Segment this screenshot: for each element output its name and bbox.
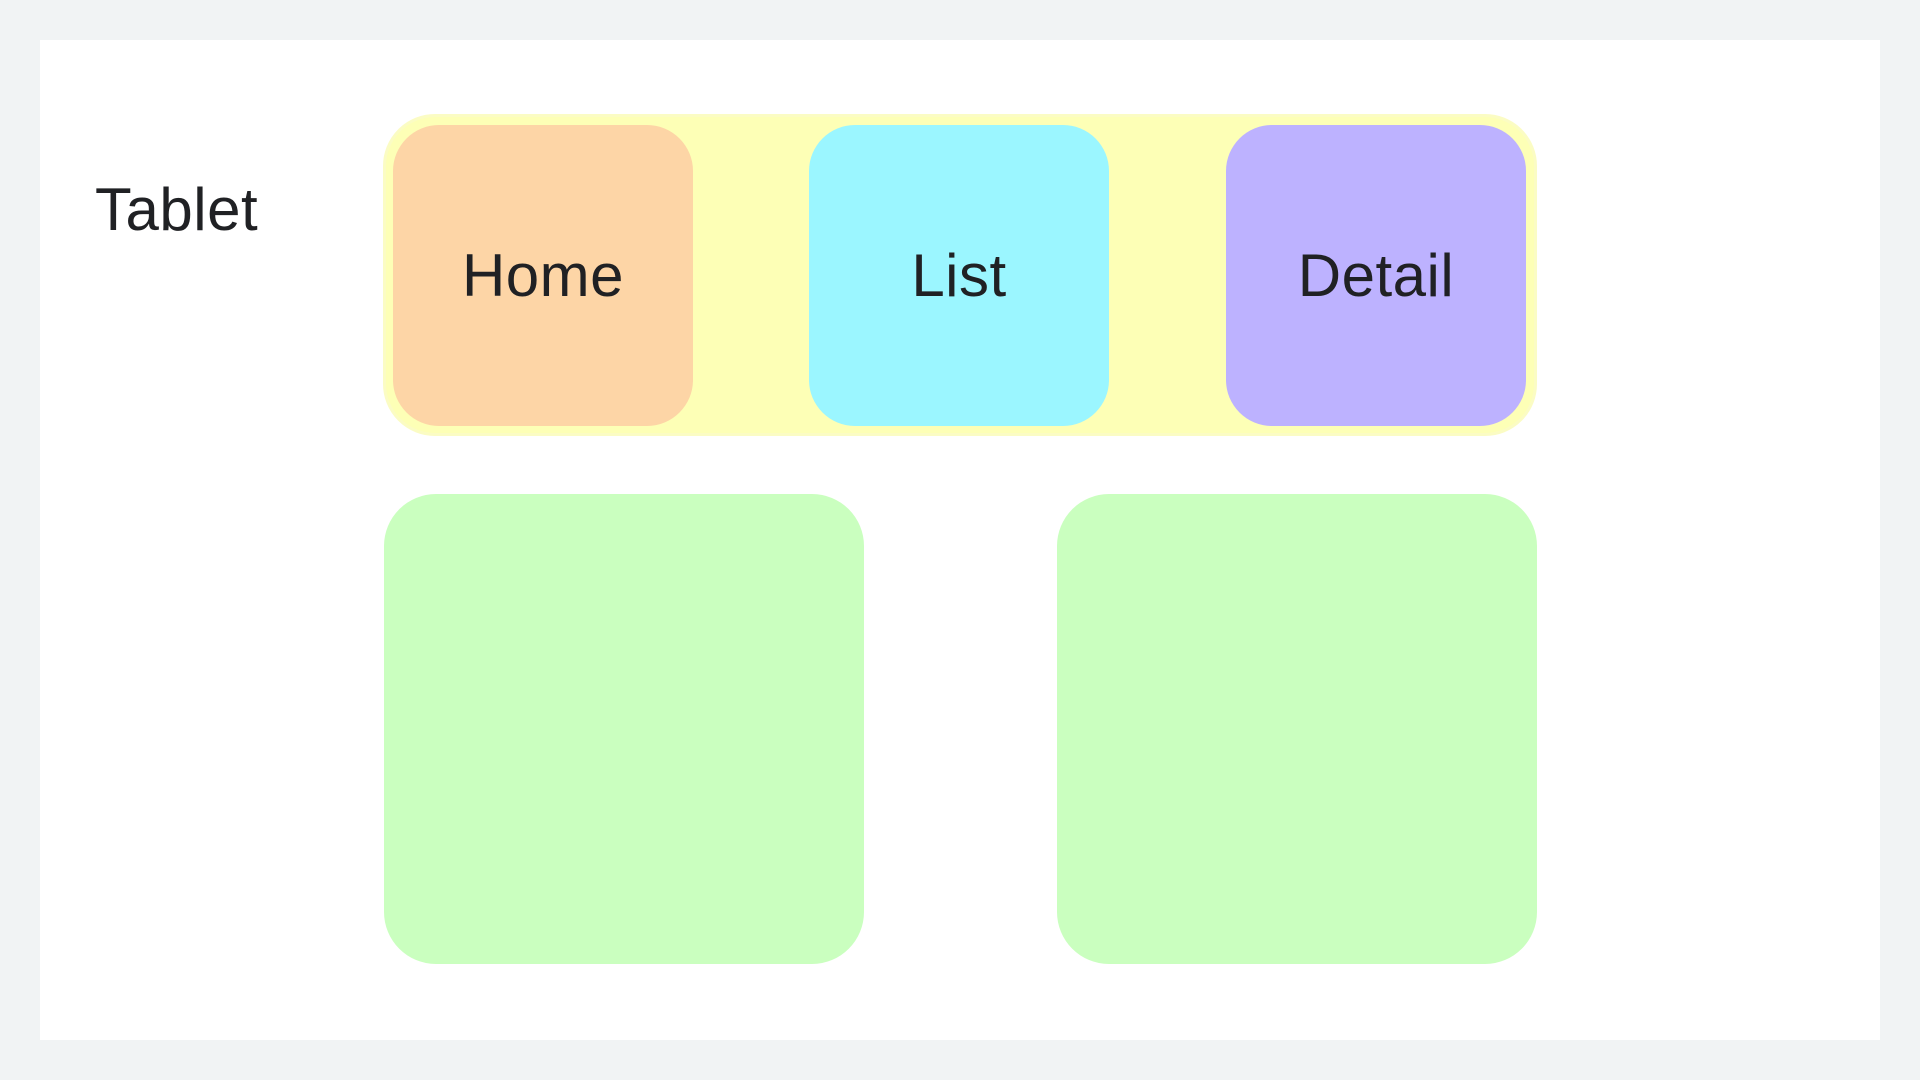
nav-tile-detail-label: Detail	[1297, 242, 1455, 309]
nav-tile-list-label: List	[911, 242, 1007, 309]
device-label: Tablet	[95, 176, 259, 243]
content-pane-left	[384, 494, 864, 964]
nav-tile-list[interactable]: List	[809, 125, 1109, 426]
content-pane-right	[1057, 494, 1537, 964]
nav-tile-detail[interactable]: Detail	[1226, 125, 1526, 426]
nav-tile-home[interactable]: Home	[393, 125, 693, 426]
nav-tile-home-label: Home	[461, 242, 625, 309]
